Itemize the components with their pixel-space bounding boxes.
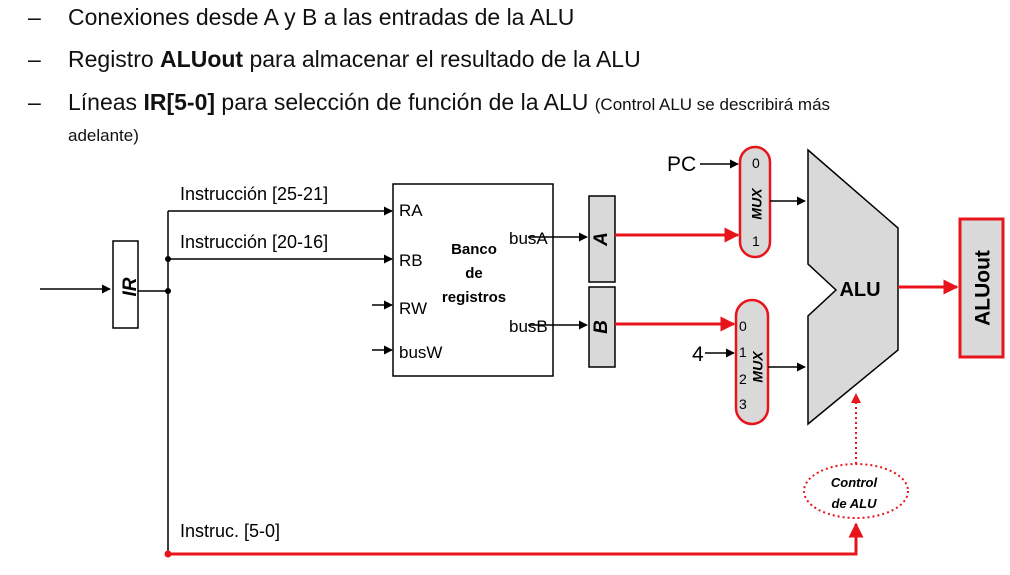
bullet-3-pre: Líneas	[68, 89, 144, 115]
regfile-busw-label: busW	[399, 343, 442, 362]
alu-shape	[807, 148, 899, 426]
bullet-1-text: Conexiones desde A y B a las entradas de…	[68, 4, 575, 30]
mux-bottom: 0 1 2 3 MUX	[734, 298, 770, 426]
register-b: B	[588, 286, 616, 368]
mux-top-body	[738, 145, 772, 259]
alu-control: Control de ALU	[803, 393, 909, 519]
wire-instr-5-0-to-control	[168, 522, 864, 556]
mux-bottom-in2: 2	[739, 371, 747, 387]
bullet-2-pre: Registro	[68, 46, 161, 72]
mux-bottom-body	[734, 298, 770, 426]
mux-top-in0: 0	[752, 155, 760, 171]
mux-bottom-label: MUX	[750, 350, 766, 383]
alu-control-label-1: Control	[831, 475, 878, 490]
alu-label: ALU	[839, 279, 880, 301]
mux-top-in1: 1	[752, 233, 760, 249]
regfile-rb-label: RB	[399, 251, 423, 270]
const-4-label: 4	[692, 343, 704, 366]
regfile-ra-label: RA	[399, 201, 423, 220]
pc-label: PC	[667, 153, 696, 176]
bullet-3-post: para selección de función de la ALU	[215, 89, 595, 115]
mux-bottom-in1: 1	[739, 344, 747, 360]
junction-dot	[165, 256, 171, 262]
regfile-busa-label: busA	[509, 229, 548, 248]
regfile-rw-label: RW	[399, 299, 427, 318]
ir-output-wires	[138, 206, 393, 558]
alu-control-label-2: de ALU	[831, 496, 877, 511]
register-file: RA RB RW busW Banco de registros busA bu…	[372, 183, 554, 377]
junction-dot	[165, 288, 171, 294]
aluout-register: ALUout	[958, 217, 1005, 359]
mux-top-label: MUX	[749, 187, 765, 220]
regfile-title-1: Banco	[451, 241, 497, 258]
register-b-box	[588, 286, 616, 368]
ir-register: IR	[40, 240, 141, 329]
aluout-label: ALUout	[972, 250, 995, 326]
aluout-box	[958, 217, 1005, 359]
ir-box	[112, 240, 139, 329]
register-file-box	[392, 183, 554, 377]
bullet-3: –Líneas IR[5-0] para selección de funció…	[28, 89, 831, 115]
bullet-2-bold: ALUout	[160, 46, 244, 72]
alu: ALU	[807, 148, 899, 426]
bullet-3-bold: IR[5-0]	[143, 89, 216, 115]
label-instr-5-0: Instruc. [5-0]	[180, 521, 280, 541]
register-a-box	[588, 195, 616, 283]
label-instr-25-21: Instrucción [25-21]	[180, 184, 328, 204]
mux-bottom-in0: 0	[739, 318, 747, 334]
bullet-3-note-continuation: adelante)	[68, 126, 139, 145]
regfile-title-3: registros	[442, 289, 506, 306]
mux-top: 0 1 MUX	[738, 145, 772, 259]
regfile-title-2: de	[465, 265, 483, 282]
register-b-label: B	[591, 320, 612, 334]
ir-label: IR	[120, 277, 141, 296]
bullet-2-post: para almacenar el resultado de la ALU	[243, 46, 641, 72]
label-instr-20-16: Instrucción [20-16]	[180, 232, 328, 252]
bullet-2: –Registro ALUout para almacenar el resul…	[28, 46, 641, 72]
bullet-3-note: (Control ALU se describirá más	[594, 95, 831, 114]
regfile-busb-label: busB	[509, 317, 548, 336]
register-a: A	[588, 195, 616, 283]
bullet-1: –Conexiones desde A y B a las entradas d…	[28, 4, 575, 30]
mux-bottom-in3: 3	[739, 396, 747, 412]
register-a-label: A	[591, 232, 612, 247]
